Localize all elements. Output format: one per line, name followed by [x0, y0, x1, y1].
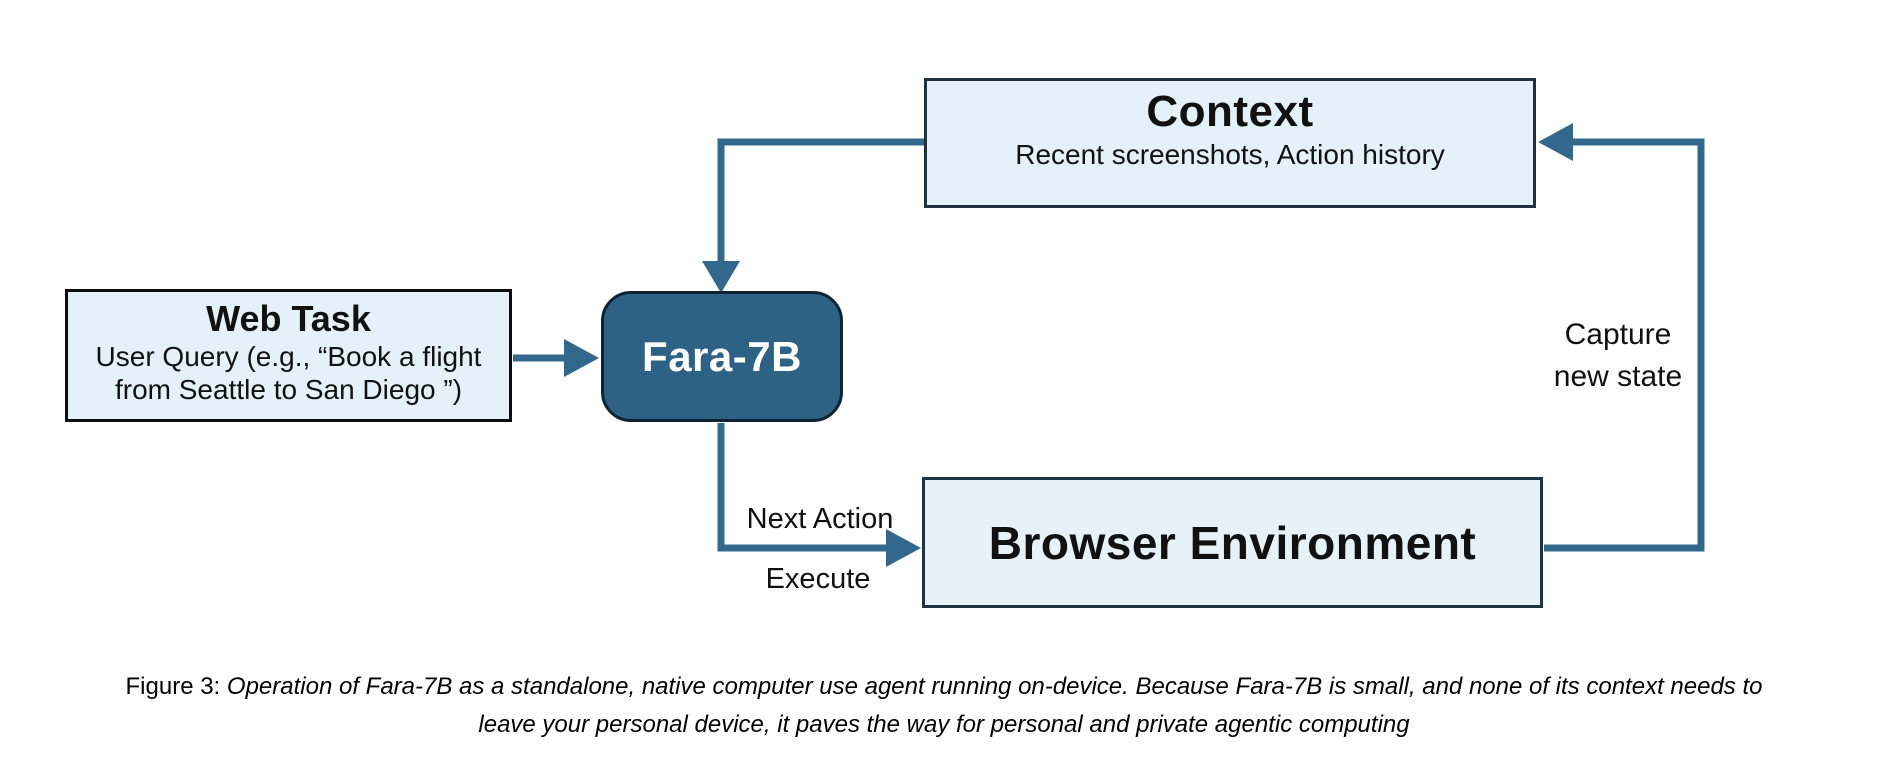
arrowhead-right-icon: [564, 339, 599, 377]
fara-7b-label: Fara-7B: [642, 332, 802, 380]
next-action-label: Next Action: [746, 503, 894, 535]
context-node: Context Recent screenshots, Action histo…: [924, 78, 1536, 208]
capture-new-state-label: Capture new state: [1516, 314, 1720, 398]
capture-new-state-line1: Capture: [1564, 318, 1672, 351]
web-task-title: Web Task: [206, 298, 371, 339]
web-task-query-line2: from Seattle to San Diego ”): [114, 374, 463, 405]
browser-environment-node: Browser Environment: [922, 477, 1543, 608]
context-title: Context: [1146, 87, 1314, 136]
web-task-node: Web Task User Query (e.g., “Book a fligh…: [65, 289, 512, 422]
figure-caption: Figure 3: Operation of Fara-7B as a stan…: [0, 668, 1888, 744]
caption-line1: Figure 3: Operation of Fara-7B as a stan…: [0, 668, 1888, 706]
caption-prefix: Figure 3:: [125, 673, 227, 700]
browser-environment-title: Browser Environment: [988, 516, 1477, 569]
connector-browser-to-context: [1538, 123, 1705, 552]
context-subtitle: Recent screenshots, Action history: [1015, 139, 1445, 170]
web-task-query-line1: User Query (e.g., “Book a flight: [95, 341, 482, 372]
connector-context-to-fara: [702, 138, 924, 293]
execute-label: Execute: [765, 563, 871, 595]
arrowhead-down-icon: [702, 261, 740, 293]
caption-line2: leave your personal device, it paves the…: [478, 711, 1410, 738]
connector-fara-to-browser: [717, 423, 921, 567]
arrowhead-right-icon: [886, 529, 921, 567]
fara-7b-node: Fara-7B: [601, 291, 843, 422]
capture-new-state-line2: new state: [1553, 360, 1683, 393]
caption-line1-text: Operation of Fara-7B as a standalone, na…: [226, 673, 1763, 700]
arrowhead-left-icon: [1538, 123, 1573, 161]
connector-webtask-to-fara: [513, 339, 599, 377]
